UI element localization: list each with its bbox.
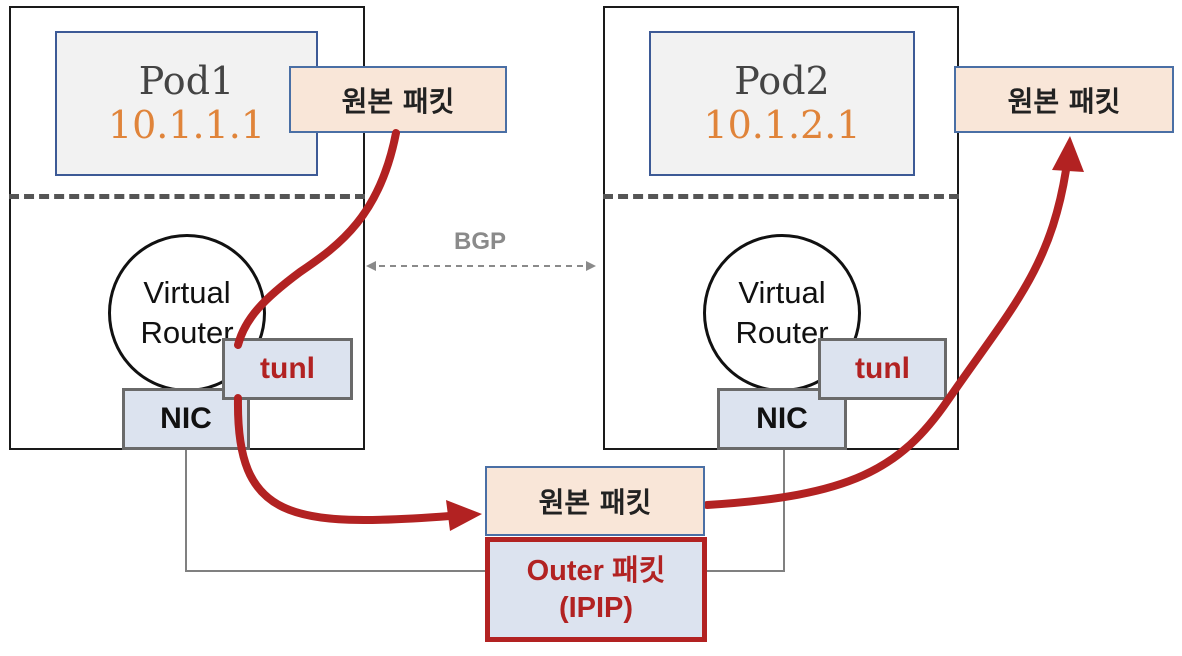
pod1-box: Pod1 10.1.1.1: [55, 31, 318, 176]
pod2-box: Pod2 10.1.2.1: [649, 31, 915, 176]
pod2-name: Pod2: [734, 58, 830, 103]
encap-outer-label: Outer 패킷: [526, 555, 666, 588]
node-right-divider: [603, 194, 959, 199]
pod1-name: Pod1: [138, 58, 235, 103]
router-left: Virtual Router: [108, 234, 266, 392]
encap-outer-protocol: (IPIP): [558, 591, 634, 624]
flow-arrowhead-outer: [446, 500, 482, 531]
encap-outer-packet: Outer 패킷 (IPIP): [485, 537, 707, 642]
pod2-original-packet: 원본 패킷: [954, 66, 1174, 133]
encap-inner-packet: 원본 패킷: [485, 466, 705, 536]
pod1-original-packet: 원본 패킷: [289, 66, 507, 133]
bgp-label: BGP: [454, 228, 507, 255]
pod2-ip: 10.1.2.1: [703, 102, 861, 147]
router-left-label: Virtual Router: [140, 274, 234, 350]
flow-arrowhead-pod2: [1052, 136, 1084, 172]
node-left-divider: [9, 194, 365, 199]
tunl-left: tunl: [222, 338, 353, 400]
pod1-ip: 10.1.1.1: [107, 102, 266, 147]
tunl-right: tunl: [818, 338, 947, 400]
